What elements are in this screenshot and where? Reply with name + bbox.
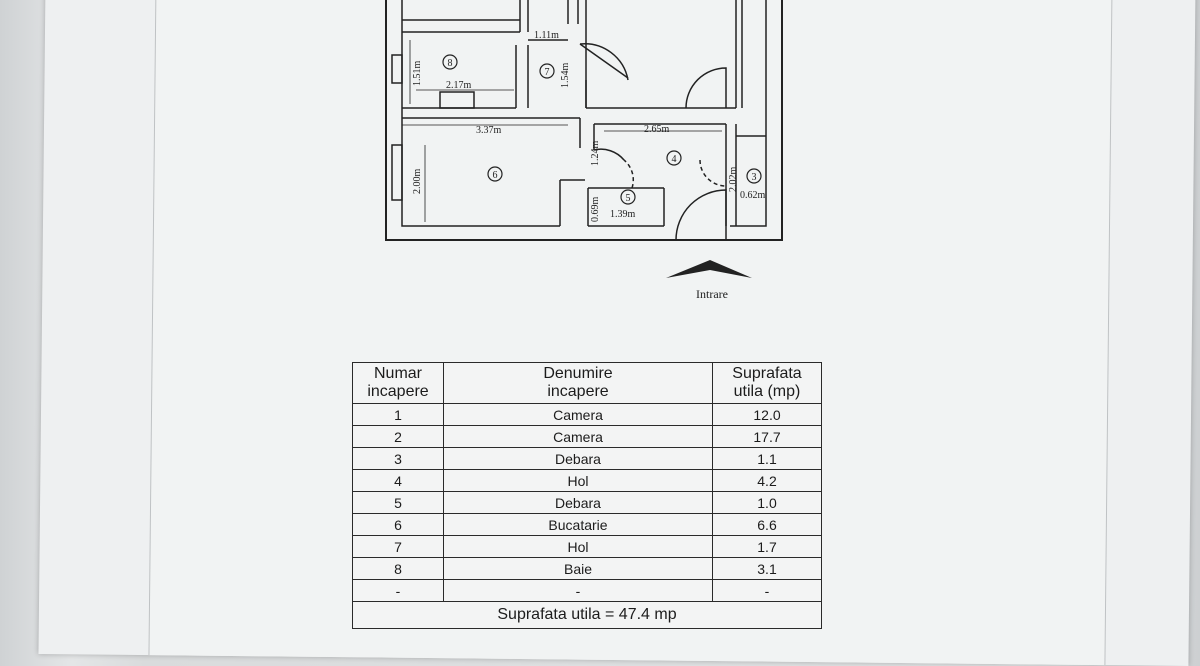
room-marker-4: 4 bbox=[672, 154, 677, 165]
dim-1-39: 1.39m bbox=[610, 209, 636, 220]
dim-2-02: 2.02m bbox=[728, 167, 739, 193]
cell-num: 4 bbox=[352, 469, 444, 492]
room-marker-5: 5 bbox=[626, 193, 631, 204]
cell-area: 1.7 bbox=[712, 535, 822, 558]
header-usable-area: Suprafata utila (mp) bbox=[712, 362, 822, 404]
dim-2-00: 2.00m bbox=[412, 169, 423, 195]
header-room-name: Denumire incapere bbox=[443, 362, 713, 404]
cell-area: 1.1 bbox=[712, 447, 822, 470]
dim-2-65: 2.65m bbox=[644, 124, 670, 135]
cell-num: 5 bbox=[352, 491, 444, 514]
cell-num: 8 bbox=[352, 557, 444, 580]
cell-area: 3.1 bbox=[712, 557, 822, 580]
floor-plan: 8 7 6 5 4 3 1.11m 1.51m 2.17m 1.54m 3.37… bbox=[385, 0, 783, 301]
total-usable-area: Suprafata utila = 47.4 mp bbox=[352, 601, 822, 629]
cell-area: 6.6 bbox=[712, 513, 822, 536]
dim-0-69: 0.69m bbox=[590, 197, 601, 223]
cell-area: 4.2 bbox=[712, 469, 822, 492]
dim-3-37: 3.37m bbox=[476, 125, 502, 136]
cell-name: Debara bbox=[443, 447, 713, 470]
dim-1-24: 1.24m bbox=[590, 141, 601, 167]
cell-name: Camera bbox=[443, 403, 713, 426]
cell-num: 1 bbox=[352, 403, 444, 426]
table-header-row: Numar incapere Denumire incapere Suprafa… bbox=[352, 362, 822, 404]
dim-1-54: 1.54m bbox=[560, 63, 571, 89]
cell-name: Bucatarie bbox=[443, 513, 713, 536]
cell-num: 6 bbox=[352, 513, 444, 536]
entrance-arrow-icon bbox=[666, 260, 752, 278]
cell-name: Hol bbox=[443, 535, 713, 558]
room-area-table: Numar incapere Denumire incapere Suprafa… bbox=[352, 362, 822, 629]
cell-num: 7 bbox=[352, 535, 444, 558]
cell-area: - bbox=[712, 579, 822, 602]
total-row: Suprafata utila = 47.4 mp bbox=[352, 601, 822, 629]
cell-area: 12.0 bbox=[712, 403, 822, 426]
cell-num: 2 bbox=[352, 425, 444, 448]
header-room-number: Numar incapere bbox=[352, 362, 444, 404]
room-marker-6: 6 bbox=[493, 170, 498, 181]
cell-name: Hol bbox=[443, 469, 713, 492]
dim-1-51: 1.51m bbox=[412, 61, 423, 87]
cell-name: Debara bbox=[443, 491, 713, 514]
cell-area: 1.0 bbox=[712, 491, 822, 514]
entrance-label: Intrare bbox=[696, 287, 728, 301]
cell-name: Camera bbox=[443, 425, 713, 448]
room-marker-8: 8 bbox=[448, 58, 453, 69]
dim-0-62: 0.62m bbox=[740, 190, 766, 201]
cell-num: - bbox=[352, 579, 444, 602]
cell-name: Baie bbox=[443, 557, 713, 580]
room-marker-3: 3 bbox=[752, 172, 757, 183]
cell-num: 3 bbox=[352, 447, 444, 470]
cell-area: 17.7 bbox=[712, 425, 822, 448]
table-row: --- bbox=[352, 579, 822, 602]
cell-name: - bbox=[443, 579, 713, 602]
room-markers bbox=[442, 54, 762, 205]
dim-2-17: 2.17m bbox=[446, 80, 472, 91]
room-marker-7: 7 bbox=[545, 67, 550, 78]
dim-1-11: 1.11m bbox=[534, 30, 559, 41]
